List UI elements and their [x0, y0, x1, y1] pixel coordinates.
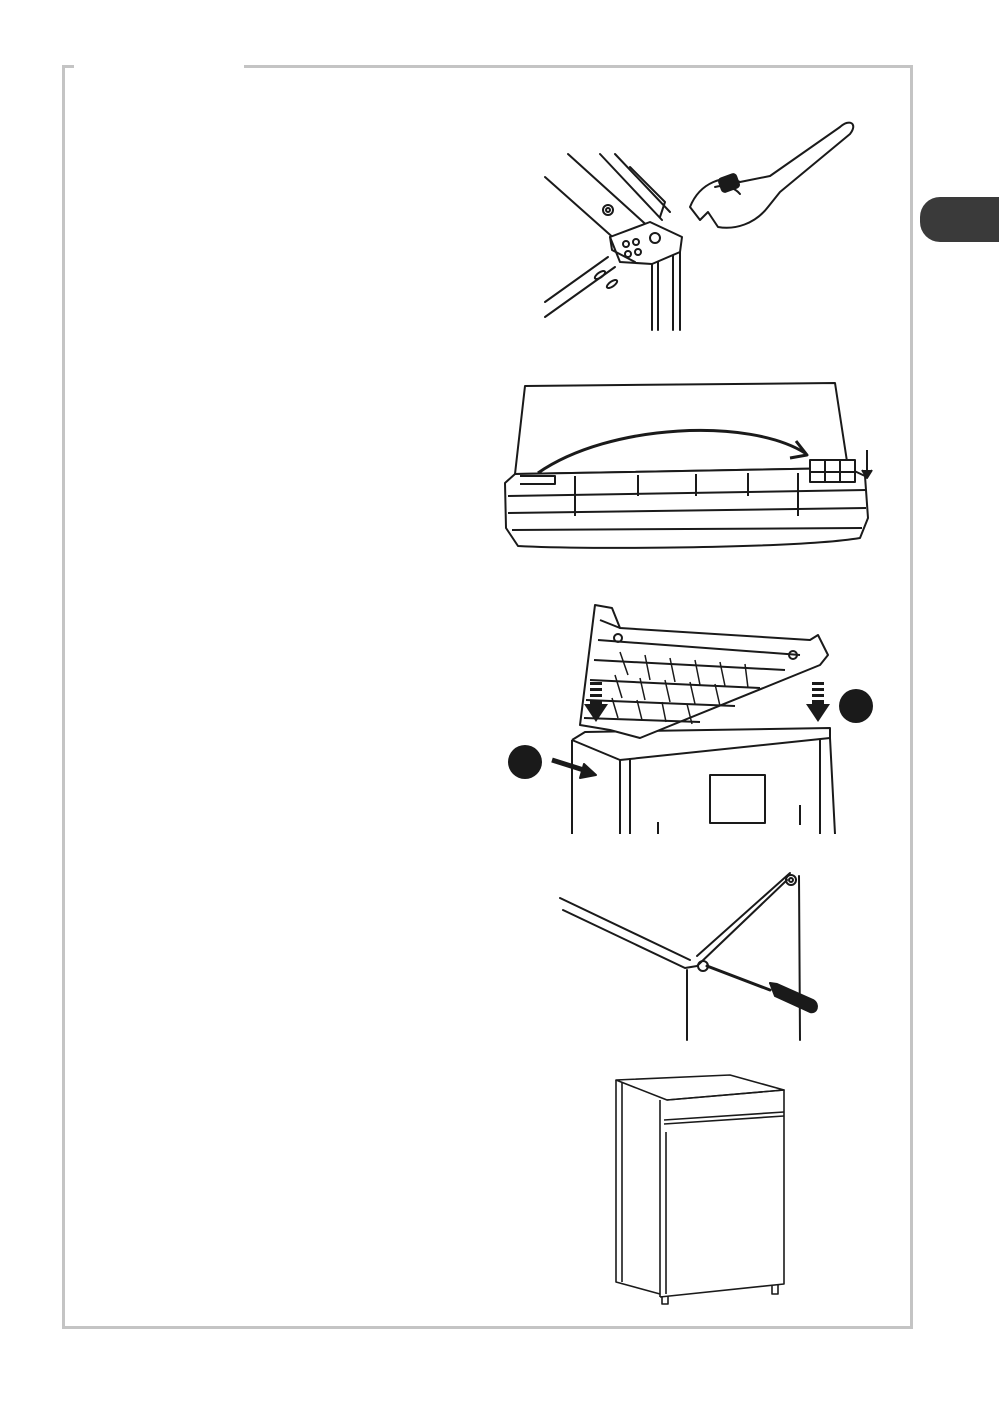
step-door-handle: [500, 378, 885, 553]
language-tab: [920, 197, 999, 242]
screwdriver-illustration: [555, 868, 825, 1043]
step-door-mount: [500, 600, 880, 836]
wrench-hinge-illustration: [540, 112, 860, 334]
door-flip-illustration: [500, 378, 885, 553]
step-finished: [612, 1072, 792, 1312]
step-badge-2: [839, 689, 873, 723]
step-badge-1: [508, 745, 542, 779]
step-wrench-hinge: [540, 112, 860, 334]
door-mount-illustration: [500, 600, 880, 836]
header-gap: [74, 62, 244, 71]
fridge-illustration: [612, 1072, 792, 1312]
step-screwdriver: [555, 868, 825, 1043]
